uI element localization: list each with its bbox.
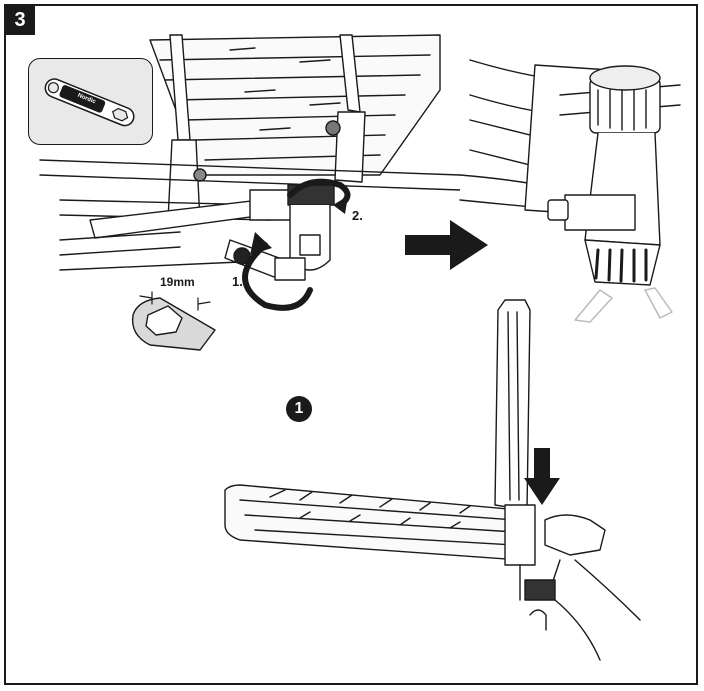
rack-underside-drawing	[39, 34, 461, 281]
wrench-detail	[131, 297, 216, 351]
wrench-size-label: 19mm	[160, 275, 195, 289]
right-arrow-icon	[405, 220, 488, 270]
direction-arrows-outline	[574, 287, 673, 323]
action-step-2-label: 2.	[352, 208, 363, 223]
folded-rack-drawing	[224, 299, 641, 661]
action-step-1-label: 1.	[232, 274, 243, 289]
callout-number-badge: 1	[286, 396, 312, 422]
adjuster-zoom-drawing	[459, 59, 681, 286]
tool-inset: Nordic	[28, 58, 153, 145]
down-arrow-icon	[524, 448, 560, 505]
wrench-icon	[44, 78, 135, 127]
instruction-frame	[4, 4, 698, 685]
step-number-badge: 3	[5, 5, 35, 35]
